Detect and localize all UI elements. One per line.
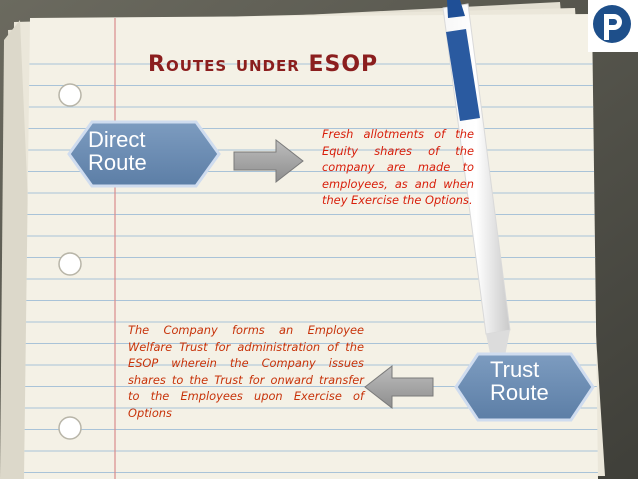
trust-route-label-line2: Route (490, 380, 549, 406)
binder-hole (58, 416, 82, 440)
trust-route-description: The Company forms an Employee Welfare Tr… (128, 323, 364, 420)
direct-route-label: Direct Route (88, 128, 147, 174)
page-title: Routes under ESOP (148, 52, 379, 77)
arrow-left-icon (364, 364, 434, 410)
direct-route-description: Fresh allotments of the Equity shares of… (322, 127, 474, 208)
direct-route-label-line2: Route (88, 150, 147, 176)
trust-route-label-line1: Trust (490, 357, 540, 382)
direct-route-label-line1: Direct (88, 127, 146, 152)
binder-hole (58, 252, 82, 276)
p-logo-icon (588, 0, 638, 52)
direct-route-hexagon (67, 120, 221, 188)
trust-route-label: Trust Route (490, 358, 549, 404)
arrow-right-icon (233, 138, 304, 184)
binder-hole (58, 83, 82, 107)
trust-route-hexagon (454, 352, 595, 422)
